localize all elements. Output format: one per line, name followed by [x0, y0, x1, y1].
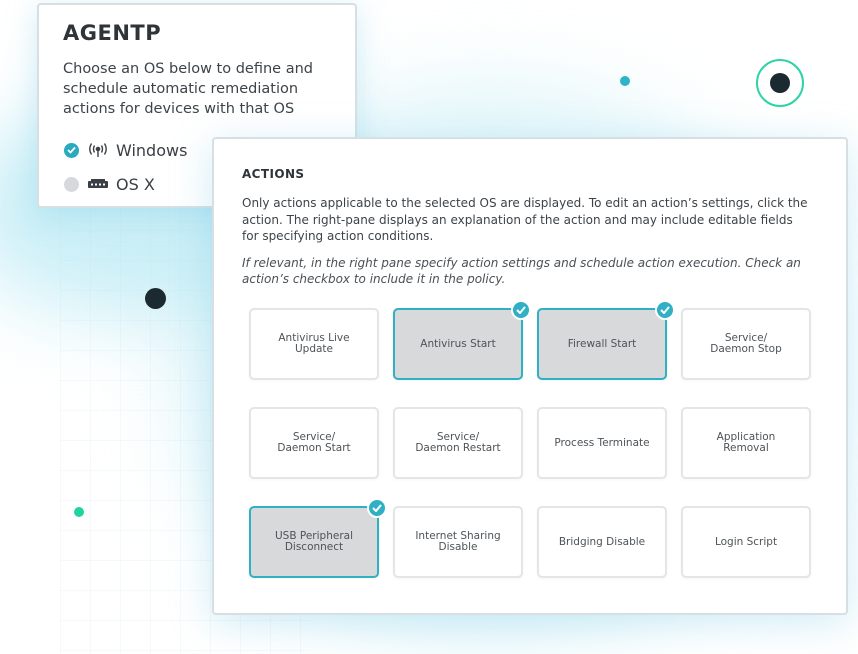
action-tile-antivirus-live-update[interactable]: Antivirus Live Update — [249, 308, 379, 380]
action-tile-label: Antivirus Live Update — [278, 332, 350, 355]
actions-panel-title: ACTIONS — [242, 167, 305, 181]
action-tile-label: Antivirus Start — [420, 337, 496, 350]
action-tile-firewall-start[interactable]: Firewall Start — [537, 300, 675, 380]
action-tile-label: USB Peripheral Disconnect — [275, 530, 353, 553]
action-tile-label: Firewall Start — [567, 337, 637, 350]
decorative-dot — [74, 507, 84, 517]
action-tile-service-daemon-stop[interactable]: Service/ Daemon Stop — [681, 308, 811, 380]
action-tile-login-script[interactable]: Login Script — [681, 506, 811, 578]
os-option-label: OS X — [116, 174, 155, 194]
unchecked-radio-icon[interactable] — [64, 176, 79, 192]
action-tile-service-daemon-start[interactable]: Service/ Daemon Start — [249, 407, 379, 479]
action-tile-internet-sharing-disable[interactable]: Internet Sharing Disable — [393, 506, 523, 578]
action-tile-bridging-disable[interactable]: Bridging Disable — [537, 506, 667, 578]
action-tile-label: Login Script — [714, 535, 778, 548]
device-icon — [87, 176, 109, 192]
decorative-ring-dot — [756, 59, 804, 107]
decorative-dot — [620, 76, 630, 86]
action-tile-label: Service/ Daemon Restart — [415, 431, 501, 454]
os-option-label: Windows — [116, 140, 188, 160]
checkmark-icon[interactable] — [511, 300, 531, 320]
action-tile-service-daemon-restart[interactable]: Service/ Daemon Restart — [393, 407, 523, 479]
checkmark-icon[interactable] — [367, 498, 387, 518]
os-option-list: Windows OS X — [63, 133, 331, 201]
actions-panel: ACTIONS Only actions applicable to the s… — [212, 137, 848, 615]
os-panel-description: Choose an OS below to define and schedul… — [63, 61, 313, 117]
os-panel-title: AGENTP — [63, 21, 162, 45]
action-tile-label: Service/ Daemon Start — [277, 431, 351, 454]
os-option-osx[interactable]: OS X — [63, 167, 331, 201]
action-tile-label: Service/ Daemon Stop — [710, 332, 782, 355]
action-tile-label: Process Terminate — [554, 436, 650, 449]
action-tile-antivirus-start[interactable]: Antivirus Start — [393, 300, 531, 380]
actions-panel-note: If relevant, in the right pane specify a… — [242, 255, 801, 287]
action-tile-label: Internet Sharing Disable — [415, 530, 501, 553]
actions-panel-description: Only actions applicable to the selected … — [242, 196, 808, 243]
decorative-dot — [145, 288, 166, 309]
checkmark-icon[interactable] — [655, 300, 675, 320]
action-tile-label: Application Removal — [716, 431, 776, 454]
action-tile-application-removal[interactable]: Application Removal — [681, 407, 811, 479]
action-tile-process-terminate[interactable]: Process Terminate — [537, 407, 667, 479]
action-tile-label: Bridging Disable — [558, 535, 646, 548]
action-tile-usb-peripheral-disconnect[interactable]: USB Peripheral Disconnect — [249, 498, 387, 578]
action-tile-grid: Antivirus Live Update Antivirus Start Fi… — [249, 300, 811, 578]
wifi-signal-icon — [87, 142, 109, 158]
os-option-windows[interactable]: Windows — [63, 133, 331, 167]
checked-radio-icon[interactable] — [64, 142, 79, 158]
